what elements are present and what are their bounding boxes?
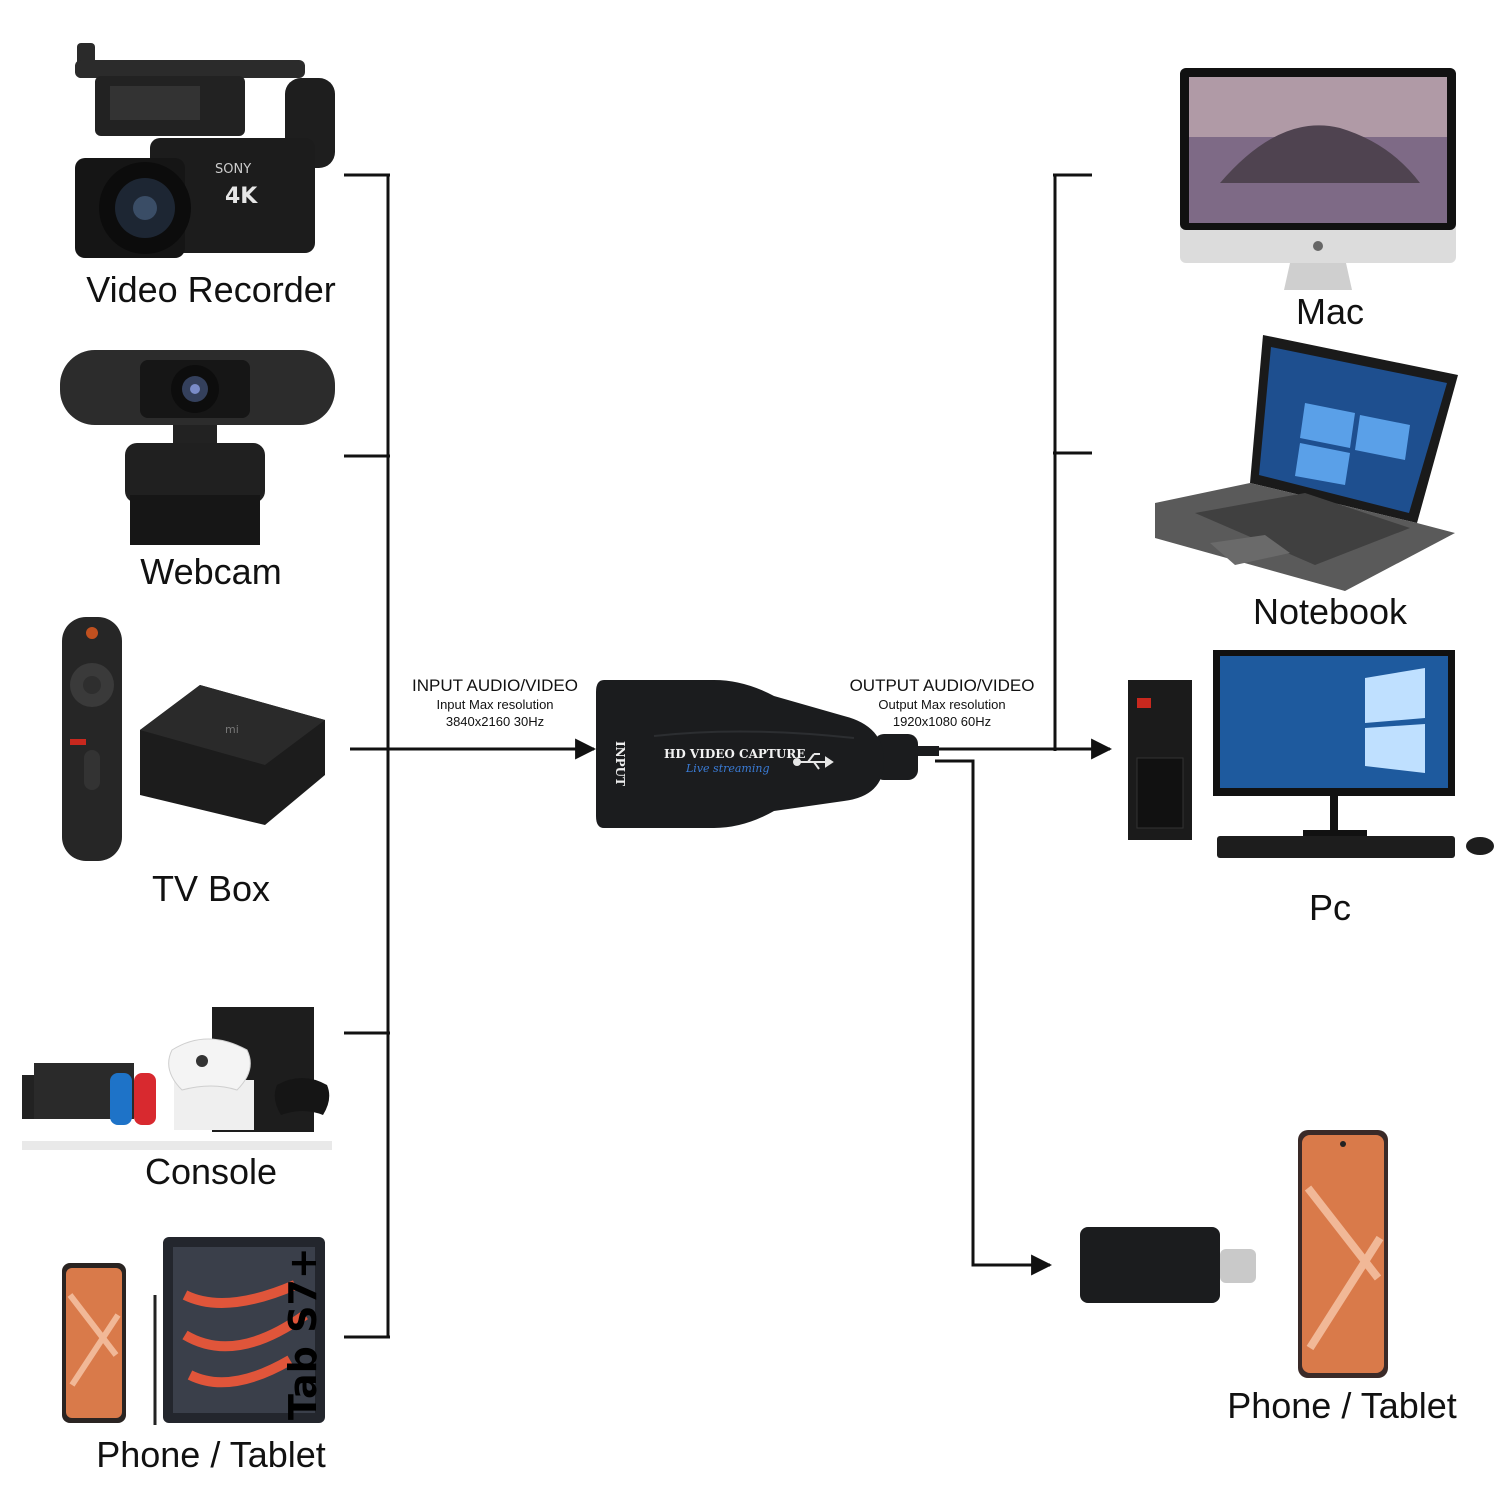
input-spec-title: INPUT AUDIO/VIDEO — [412, 676, 578, 695]
output-spec-line1: Output Max resolution — [878, 697, 1006, 712]
webcam-label: Webcam — [140, 551, 282, 592]
phone-tablet-input-label: Phone / Tablet — [96, 1434, 326, 1475]
hd-video-capture-device-icon: INPUT HD VIDEO CAPTURE Live streaming — [596, 680, 939, 828]
notebook-icon — [1155, 335, 1458, 591]
svg-text:mi: mi — [225, 723, 239, 736]
camcorder-brand: SONY — [215, 162, 251, 177]
tv-box-label: TV Box — [151, 868, 271, 909]
phone-output-line — [935, 759, 1053, 1276]
video-recorder-label: Video Recorder — [86, 269, 336, 310]
pc-icon — [1128, 650, 1494, 858]
phone-tablet-input-icon: Tab S7+ — [62, 1237, 325, 1425]
webcam-icon — [60, 350, 335, 545]
usb-icon — [793, 753, 834, 770]
device-name: HD VIDEO CAPTURE — [664, 747, 805, 761]
video-recorder-icon: SONY 4K — [75, 43, 335, 258]
output-spec-line2: 1920x1080 60Hz — [892, 714, 992, 729]
pc-label: Pc — [1308, 887, 1352, 928]
input-spec-line1: Input Max resolution — [436, 697, 554, 712]
device-port-label: INPUT — [613, 741, 627, 786]
mac-label: Mac — [1295, 291, 1365, 332]
tablet-model: Tab S7+ — [281, 1247, 325, 1420]
tv-box-icon: mi — [62, 617, 325, 861]
output-spec-title: OUTPUT AUDIO/VIDEO — [849, 676, 1035, 695]
console-label: Console — [144, 1151, 278, 1192]
input-spec: INPUT AUDIO/VIDEO Input Max resolution 3… — [412, 676, 578, 730]
output-spec: OUTPUT AUDIO/VIDEO Output Max resolution… — [850, 676, 1035, 730]
camcorder-badge: 4K — [225, 184, 258, 209]
mac-icon — [1180, 68, 1456, 290]
device-tagline: Live streaming — [685, 762, 770, 775]
usb-c-adapter-icon — [1080, 1227, 1256, 1303]
phone-tablet-output-label: Phone / Tablet — [1227, 1385, 1457, 1426]
phone-output-icon — [1298, 1130, 1388, 1378]
console-icon — [22, 1007, 332, 1150]
input-spec-line2: 3840x2160 30Hz — [445, 714, 545, 729]
notebook-label: Notebook — [1252, 591, 1408, 632]
